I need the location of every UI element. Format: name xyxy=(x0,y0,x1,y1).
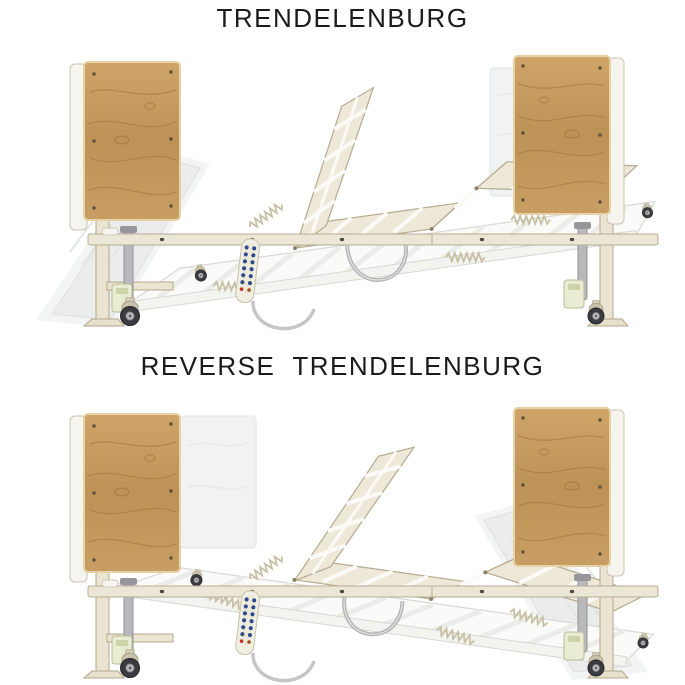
ghost-headboard-panel xyxy=(179,415,257,549)
title-trendelenburg: TRENDELENBURG xyxy=(216,3,469,33)
bed-illustration-reverse-trendelenburg xyxy=(12,388,672,684)
bed-photo-reverse-trendelenburg xyxy=(12,388,672,684)
title-reverse-trendelenburg: REVERSE TRENDELENBURG xyxy=(140,351,545,381)
bed-illustration-trendelenburg xyxy=(35,36,672,332)
bed-photo-trendelenburg xyxy=(12,36,672,332)
